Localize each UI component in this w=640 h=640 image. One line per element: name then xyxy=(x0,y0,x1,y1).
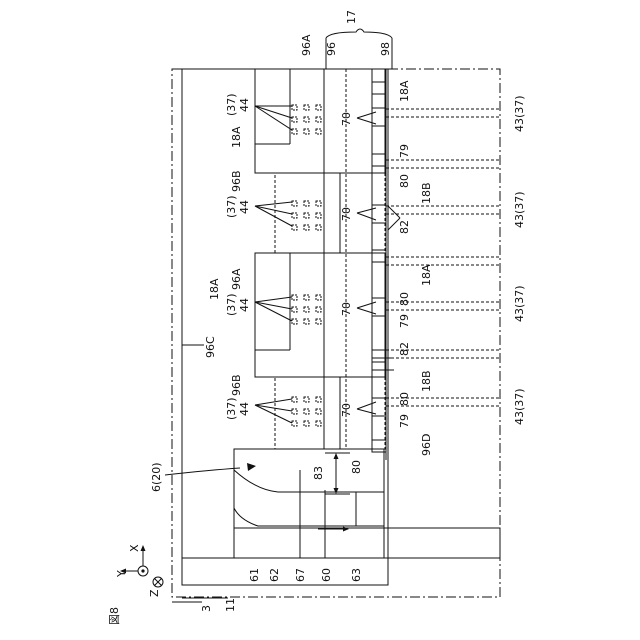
frame-11 xyxy=(182,69,388,585)
label-43-2: 43(37) xyxy=(513,191,526,228)
label-80-3: 80 xyxy=(398,392,411,406)
boundary-3 xyxy=(172,69,500,597)
region-60 xyxy=(234,528,500,558)
label-44-2: 44 xyxy=(238,200,251,214)
figure-number: 図8 xyxy=(108,607,121,625)
label-67: 67 xyxy=(294,568,307,582)
contact-array-44-1 xyxy=(292,105,321,134)
label-3: 3 xyxy=(200,605,213,612)
label-37-3: (37) xyxy=(225,293,238,316)
leaders-44 xyxy=(255,106,292,423)
label-70-1: 70 xyxy=(340,112,353,126)
label-79-3: 79 xyxy=(398,414,411,428)
label-43-3: 43(37) xyxy=(513,285,526,322)
block-18A-mid xyxy=(255,253,385,377)
label-63: 63 xyxy=(350,568,363,582)
label-96B-1: 96B xyxy=(230,170,243,192)
axis-y-label: Y xyxy=(115,570,128,578)
label-17: 17 xyxy=(345,10,358,24)
axis-z-label: Z xyxy=(148,589,161,597)
label-96A-2: 96A xyxy=(230,268,243,290)
label-80-2: 80 xyxy=(398,292,411,306)
contact-array-44-3 xyxy=(292,295,321,324)
label-62: 62 xyxy=(268,568,281,582)
label-96D: 96D xyxy=(420,434,433,456)
contact-array-44-4 xyxy=(292,397,321,426)
label-43-1: 43(37) xyxy=(513,95,526,132)
label-18A-left-1: 18A xyxy=(230,126,243,148)
label-60: 60 xyxy=(320,568,333,582)
label-83: 83 xyxy=(312,466,325,480)
label-18B-1: 18B xyxy=(420,182,433,204)
label-18A-top: 18A xyxy=(398,80,411,102)
label-96A-top: 96A xyxy=(300,34,313,56)
leaders-70 xyxy=(357,112,376,414)
leader-6-20 xyxy=(165,468,240,475)
label-61: 61 xyxy=(248,568,261,582)
axis-indicator: X Y Z xyxy=(115,544,163,597)
label-11: 11 xyxy=(224,598,237,612)
label-43-4: 43(37) xyxy=(513,388,526,425)
label-44-3: 44 xyxy=(238,298,251,312)
label-37-1: (37) xyxy=(225,93,238,116)
label-18A-left-2: 18A xyxy=(208,278,221,300)
label-37-2: (37) xyxy=(225,195,238,218)
label-96B-2: 96B xyxy=(230,374,243,396)
arrow-83 xyxy=(325,453,350,494)
label-6-20: 6(20) xyxy=(150,462,163,492)
label-82-1: 82 xyxy=(398,220,411,234)
label-96C: 96C xyxy=(204,336,217,358)
label-70-4: 70 xyxy=(340,403,353,417)
label-70-2: 70 xyxy=(340,207,353,221)
contact-array-44-2 xyxy=(292,201,321,230)
label-79-2: 79 xyxy=(398,314,411,328)
axis-x-label: X xyxy=(128,544,141,552)
label-80-1: 80 xyxy=(398,174,411,188)
label-44-1: 44 xyxy=(238,98,251,112)
label-37-4: (37) xyxy=(225,397,238,420)
label-80-4: 80 xyxy=(350,460,363,474)
label-70-3: 70 xyxy=(340,302,353,316)
label-44-4: 44 xyxy=(238,402,251,416)
label-18A-mid: 18A xyxy=(420,264,433,286)
strip-98 xyxy=(372,69,386,460)
label-79-1: 79 xyxy=(398,144,411,158)
label-96-top: 96 xyxy=(325,42,338,56)
label-98-top: 98 xyxy=(379,42,392,56)
bracket-17 xyxy=(326,29,392,38)
label-18B-2: 18B xyxy=(420,370,433,392)
label-82-2: 82 xyxy=(398,342,411,356)
arrow-82-2 xyxy=(372,358,394,370)
